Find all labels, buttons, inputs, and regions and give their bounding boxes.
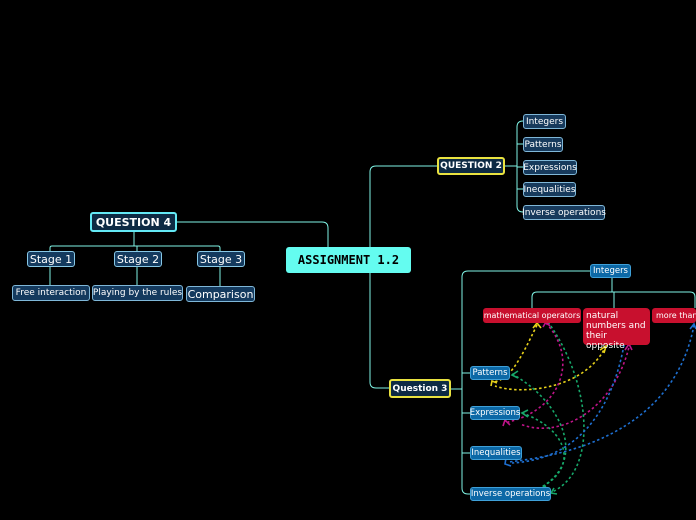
q2-item-inverse-operations[interactable]: Inverse operations [522,205,606,220]
q2-item-integers[interactable]: Integers [523,114,566,129]
arrowhead-green-2 [520,409,529,418]
relation-inequalities-morethan [507,324,695,463]
question-3-node[interactable]: Question 3 [389,379,451,398]
connector-root-q4 [177,221,329,247]
relation-patterns-natural [494,345,607,391]
relation-inequalities-natural [511,344,625,464]
relation-inverse-expressions [521,412,565,491]
connector-q2-branches [517,143,523,190]
question-2-node[interactable]: QUESTION 2 [437,157,505,175]
connector-q4-stages [49,245,221,251]
arrowhead-green-4 [549,487,558,495]
relation-expressions-natural [519,342,631,429]
relation-inverse-mathops [547,321,585,493]
connector-root-q3 [369,273,389,389]
q3-item-patterns[interactable]: Patterns [470,366,510,380]
connector-stage-subs [49,267,221,286]
more-than-node[interactable]: more than [652,308,696,323]
connector-q3-branches [462,372,470,454]
q2-item-inequalities[interactable]: Inequalities [523,182,576,197]
arrowhead-green-1 [510,370,519,379]
arrowhead-yellow-2 [599,344,608,354]
stage-3-node[interactable]: Stage 3 [197,251,245,267]
arrowhead-yellow-1 [532,321,542,329]
stage-1-node[interactable]: Stage 1 [27,251,75,267]
q2-item-expressions[interactable]: Expressions [523,160,577,175]
question-4-node[interactable]: QUESTION 4 [90,212,177,232]
mathematical-operators-node[interactable]: mathematical operators [483,308,581,323]
stage-3-comparison[interactable]: Comparison [186,286,255,302]
q2-item-patterns[interactable]: Patterns [523,137,563,152]
relation-expressions-mathops [507,322,564,423]
connector-integers-children [531,291,696,308]
q3-integers-node[interactable]: Integers [590,264,631,278]
natural-numbers-node[interactable]: natural numbers and their opposite [583,308,650,351]
q3-item-expressions[interactable]: Expressions [469,406,521,420]
q3-item-inverse-operations[interactable]: Inverse operations [470,487,551,501]
arrowhead-magenta-3 [502,418,511,427]
q3-item-inequalities[interactable]: Inequalities [470,446,522,460]
connector-q2-spine [516,120,524,213]
stage-2-node[interactable]: Stage 2 [114,251,162,267]
arrowhead-blue-1 [689,322,696,330]
root-node[interactable]: ASSIGNMENT 1.2 [286,247,411,273]
stage-2-playing-by-rules[interactable]: Playing by the rules [92,285,183,301]
connector-q3-spine [461,270,590,495]
relation-patterns-mathops [492,324,538,383]
stage-1-free-interaction[interactable]: Free interaction [12,285,90,301]
arrowhead-blue-2 [504,457,512,467]
relation-inverse-patterns [511,373,567,489]
arrowhead-yellow-3 [490,379,498,387]
connector-root-q2 [369,165,437,247]
